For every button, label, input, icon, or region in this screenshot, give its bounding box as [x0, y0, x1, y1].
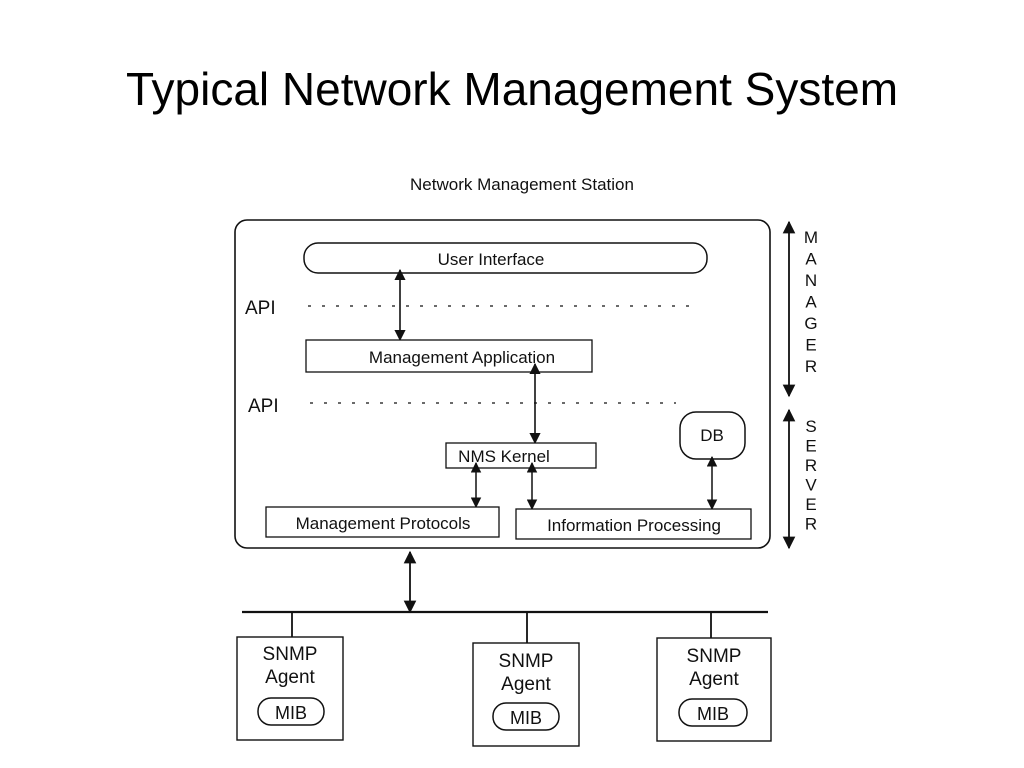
agent-1-mib-box — [257, 697, 325, 726]
api-label-1: API — [245, 298, 276, 319]
information-processing-label: Information Processing — [547, 516, 721, 535]
information-processing-box[interactable] — [515, 508, 752, 540]
agent-3-mib-box — [678, 698, 748, 727]
management-protocols-label: Management Protocols — [296, 514, 471, 533]
user-interface-label: User Interface — [438, 250, 545, 269]
snmp-agent-2[interactable]: SNMP Agent MIB — [472, 642, 580, 747]
agent-3-mib-label: MIB — [697, 704, 729, 724]
manager-letter: M — [804, 228, 818, 247]
nms-kernel-label: NMS Kernel — [458, 447, 550, 466]
manager-letter: A — [805, 293, 817, 312]
snmp-agent-1[interactable]: SNMP Agent MIB — [236, 636, 344, 741]
server-letter: R — [805, 515, 817, 534]
manager-letter: A — [805, 250, 817, 269]
agent-2-mib-box — [492, 702, 560, 731]
agent-3-line1: SNMP — [687, 646, 742, 667]
server-letter: E — [805, 495, 816, 514]
server-letter: V — [805, 476, 817, 495]
user-interface-box[interactable] — [303, 242, 708, 274]
snmp-agent-3[interactable]: SNMP Agent MIB — [656, 637, 772, 742]
management-application-label: Management Application — [369, 348, 555, 367]
server-letter: R — [805, 456, 817, 475]
api-label-2: API — [248, 396, 279, 417]
agent-2-line2: Agent — [501, 674, 551, 695]
manager-letter: G — [804, 314, 817, 333]
agent-2-line1: SNMP — [499, 651, 554, 672]
station-box — [234, 219, 771, 549]
manager-letter: E — [805, 336, 816, 355]
agent-1-line2: Agent — [265, 667, 315, 688]
manager-letter: R — [805, 357, 817, 376]
slide-title: Typical Network Management System — [125, 63, 899, 115]
db-label: DB — [700, 426, 724, 445]
agent-1-mib-label: MIB — [275, 703, 307, 723]
agent-1-line1: SNMP — [263, 644, 318, 665]
station-caption: Network Management Station — [410, 175, 634, 194]
nms-kernel-box[interactable] — [445, 442, 597, 469]
manager-letter: N — [805, 271, 817, 290]
server-letter: S — [805, 417, 816, 436]
agent-3-line2: Agent — [689, 669, 739, 690]
agent-2-mib-label: MIB — [510, 708, 542, 728]
server-letter: E — [805, 437, 816, 456]
management-protocols-box[interactable] — [265, 506, 500, 538]
management-application-box[interactable] — [305, 339, 593, 373]
